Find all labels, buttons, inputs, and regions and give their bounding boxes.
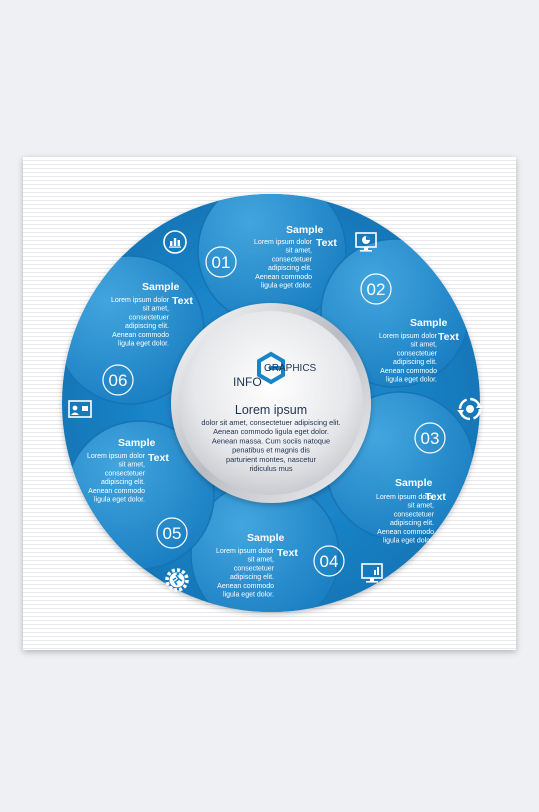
- segment-body-line: sit amet,: [119, 462, 146, 469]
- segment-body-line: adipiscing elit.: [101, 479, 145, 486]
- logo-hexagon-icon: [257, 351, 285, 385]
- segment-body-line: adipiscing elit.: [230, 574, 274, 581]
- segment-body-line: consectetuer: [105, 470, 146, 477]
- number-circle: [156, 517, 188, 549]
- segment-body-line: Aenean commodo: [255, 274, 312, 281]
- segment-title: Sample: [247, 532, 285, 544]
- segment-number: 02: [367, 280, 386, 299]
- segment-body-line: consectetuer: [394, 511, 435, 518]
- segment-body-line: sit amet,: [286, 248, 313, 255]
- segment-title: Sample: [395, 477, 433, 489]
- center-body-line: Aenean commodo ligula eget dolor.: [213, 427, 329, 436]
- segment-number: 05: [163, 524, 182, 543]
- segment-body-line: Lorem ipsum dolor: [376, 494, 435, 501]
- segment-body-line: consectetuer: [129, 314, 170, 321]
- segment-body-line: sit amet,: [248, 557, 275, 564]
- segment-body-line: Aenean commodo: [88, 488, 145, 495]
- segment-body-line: sit amet,: [408, 503, 435, 510]
- segment-body-line: adipiscing elit.: [393, 359, 437, 366]
- segment-body-line: ligula eget dolor.: [386, 377, 437, 384]
- segment-body-line: adipiscing elit.: [125, 323, 169, 330]
- segment-body-line: Lorem ipsum dolor: [87, 453, 146, 460]
- segment-number: 01: [212, 253, 231, 272]
- segment-body-line: sit amet,: [143, 306, 170, 313]
- segment-title: Sample: [286, 224, 324, 236]
- segment-title: Sample: [118, 437, 156, 449]
- segment-title-line2: Text: [148, 452, 169, 464]
- segment-title-line2: Text: [277, 547, 298, 559]
- segment-body-line: ligula eget dolor.: [94, 497, 145, 504]
- segment-body-line: Lorem ipsum dolor: [216, 548, 275, 555]
- segment-title-line2: Text: [425, 491, 446, 503]
- gear-runner-icon: [165, 568, 189, 592]
- logo-graphics-text: GRAPHICS: [264, 363, 317, 374]
- segment-body-line: Aenean commodo: [217, 583, 274, 590]
- center-body-line: Aenean massa. Cum sociis natoque: [212, 436, 330, 445]
- segment-body-line: adipiscing elit.: [390, 520, 434, 527]
- segment-body-line: Aenean commodo: [380, 368, 437, 375]
- segment-body-line: ligula eget dolor.: [383, 538, 434, 545]
- presentation-board-icon: [68, 400, 92, 418]
- segment-title-line2: Text: [316, 237, 337, 249]
- segment-body-line: Aenean commodo: [112, 332, 169, 339]
- segment-title: Sample: [410, 317, 448, 329]
- segment-body-line: consectetuer: [272, 256, 313, 263]
- number-circle: [205, 246, 237, 278]
- center-body-line: penatibus et magnis dis: [232, 446, 310, 455]
- segment-body-line: adipiscing elit.: [268, 265, 312, 272]
- segment-body-line: ligula eget dolor.: [223, 592, 274, 599]
- number-circle: [414, 422, 446, 454]
- segment-body-line: sit amet,: [411, 342, 438, 349]
- refresh-cycle-icon: [457, 397, 483, 421]
- segment-body-line: ligula eget dolor.: [261, 283, 312, 290]
- center-body-line: dolor sit amet, consectetuer adipiscing …: [201, 418, 340, 427]
- segment-number: 03: [421, 429, 440, 448]
- segment-body-line: Lorem ipsum dolor: [379, 333, 438, 340]
- bar-chart-monitor-icon: [361, 563, 383, 583]
- center-heading: Lorem ipsum: [235, 403, 307, 417]
- target-chart-icon: [163, 230, 187, 254]
- logo: INFO G GRAPHICS: [233, 351, 317, 389]
- segment-number: 06: [109, 371, 128, 390]
- segment-body-line: Lorem ipsum dolor: [111, 297, 170, 304]
- center-body: dolor sit amet, consectetuer adipiscing …: [201, 418, 340, 473]
- segment-body-line: consectetuer: [397, 350, 438, 357]
- number-circle: [360, 273, 392, 305]
- pie-chart-monitor-icon: [355, 232, 377, 252]
- segment-title-line2: Text: [172, 295, 193, 307]
- segment-body-line: ligula eget dolor.: [118, 341, 169, 348]
- segment-body-line: Aenean commodo: [377, 529, 434, 536]
- segment-body-line: Lorem ipsum dolor: [254, 239, 313, 246]
- segment-number: 04: [320, 552, 339, 571]
- center-disc: INFO G GRAPHICS Lorem ipsum dolor sit am…: [171, 303, 371, 503]
- segment-body-line: consectetuer: [234, 565, 275, 572]
- logo-info-text: INFO: [233, 375, 262, 389]
- segment-title-line2: Text: [438, 331, 459, 343]
- number-circle: [313, 545, 345, 577]
- segment-title: Sample: [142, 281, 180, 293]
- center-body-line: ridiculus mus: [249, 464, 292, 473]
- center-body-line: parturient montes, nascetur: [226, 455, 317, 464]
- number-circle: [102, 364, 134, 396]
